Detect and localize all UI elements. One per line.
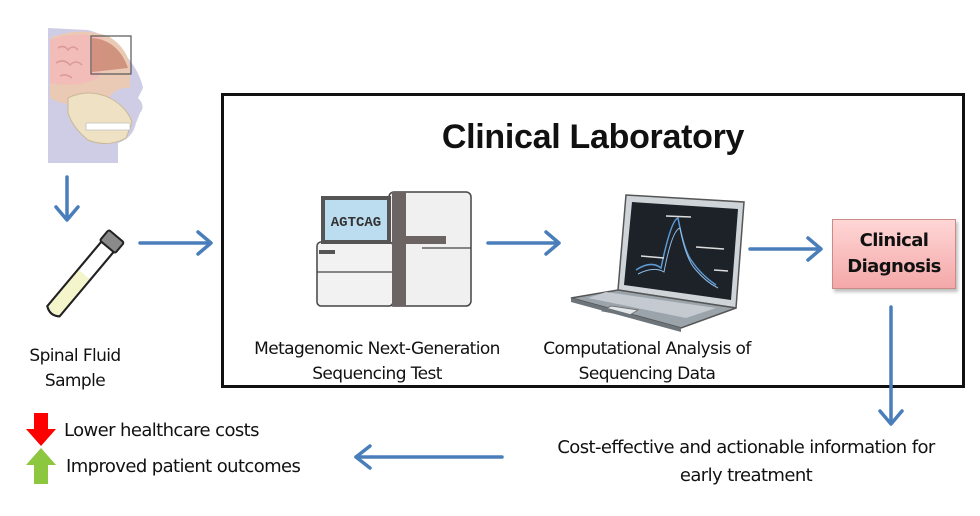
arrow-left-outcome-to-benefits [354, 444, 504, 470]
analysis-label-line1: Computational Analysis of [543, 339, 751, 359]
sequencer-machine-icon: AGTCAG [316, 191, 472, 307]
clinical-laboratory-box [221, 93, 965, 388]
up-arrow-icon [26, 448, 56, 484]
sample-label-line2: Sample [44, 371, 106, 391]
analysis-label-line2: Sequencing Data [578, 364, 716, 384]
sample-label: Spinal Fluid Sample [10, 344, 140, 394]
laptop-analysis-icon [570, 194, 745, 332]
down-arrow-icon [26, 413, 56, 446]
sequencer-label-line2: Sequencing Test [312, 364, 442, 384]
arrow-right-sample-to-lab [138, 230, 213, 256]
sequencer-screen-text: AGTCAG [331, 215, 381, 231]
diagnosis-line1: Clinical [859, 230, 929, 251]
sequencer-label: Metagenomic Next-Generation Sequencing T… [232, 337, 522, 387]
clinical-laboratory-title: Clinical Laboratory [441, 118, 745, 156]
arrow-down-head-to-sample [54, 175, 80, 222]
benefit-lower-costs-label: Lower healthcare costs [64, 419, 259, 441]
benefit-lower-costs: Lower healthcare costs [26, 413, 259, 447]
arrow-right-sequencer-to-laptop [486, 230, 561, 256]
outcome-line1: Cost-effective and actionable informatio… [557, 437, 935, 458]
clinical-diagnosis-box: Clinical Diagnosis [832, 219, 956, 289]
head-skull-illustration [48, 28, 143, 163]
analysis-label: Computational Analysis of Sequencing Dat… [522, 337, 772, 387]
outcome-text: Cost-effective and actionable informatio… [520, 434, 972, 490]
diagnosis-line2: Diagnosis [847, 256, 941, 277]
benefit-improved-outcomes: Improved patient outcomes [26, 448, 301, 484]
sequencer-label-line1: Metagenomic Next-Generation [254, 339, 500, 359]
sample-label-line1: Spinal Fluid [29, 346, 121, 366]
outcome-line2: early treatment [679, 465, 813, 486]
arrow-right-laptop-to-diagnosis [748, 236, 823, 262]
arrow-down-diagnosis-to-outcome [878, 305, 904, 426]
benefit-improved-outcomes-label: Improved patient outcomes [66, 455, 301, 477]
test-tube-icon [46, 229, 125, 318]
